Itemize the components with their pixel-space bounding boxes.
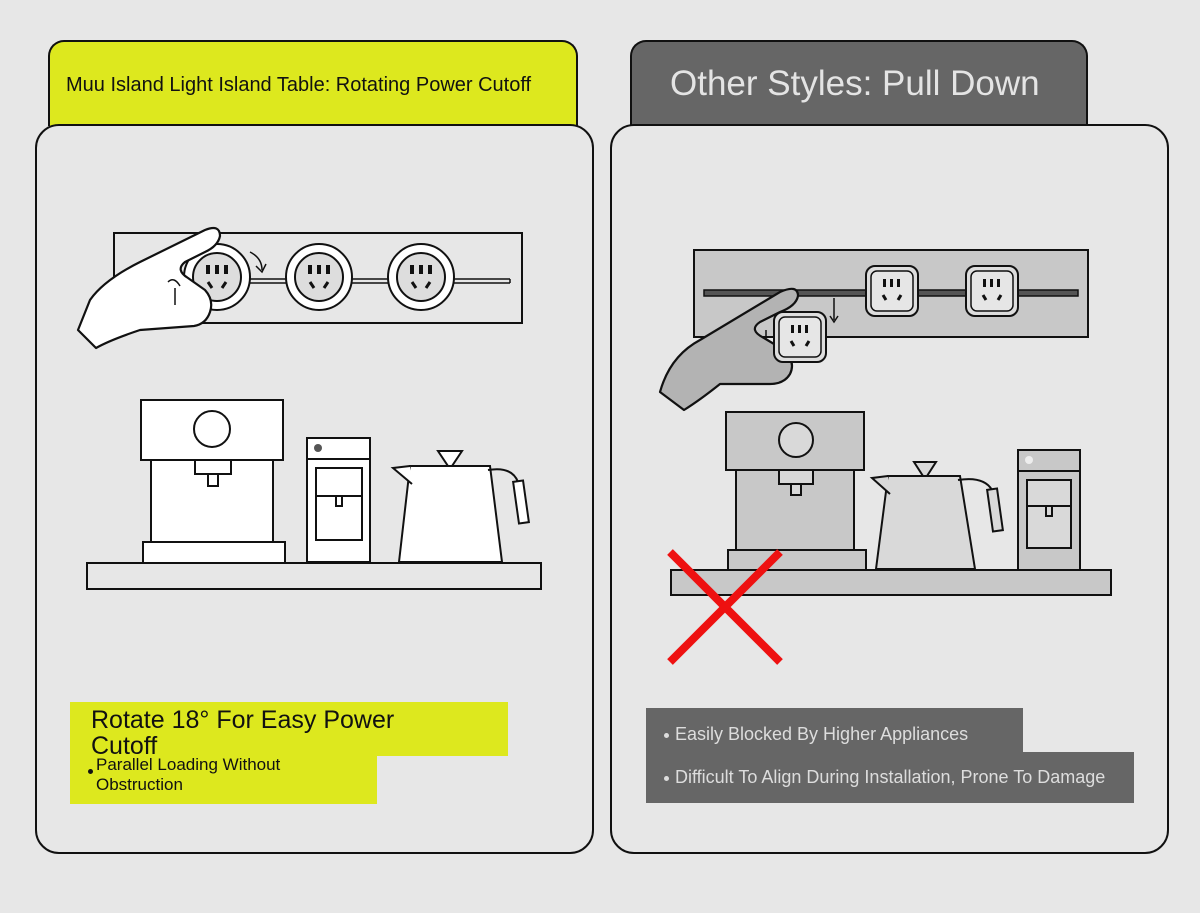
left-heading: Rotate 18° For Easy Power Cutoff: [91, 706, 395, 760]
bullet-dot-icon: [664, 775, 669, 781]
right-bullet-text: Difficult To Align During Installation, …: [675, 767, 1106, 787]
right-title: Other Styles: Pull Down: [670, 64, 1040, 103]
bullet-dot-icon: [88, 769, 93, 774]
right-bullet-text: Easily Blocked By Higher Appliances: [675, 724, 969, 744]
water-dispenser-icon: [306, 437, 371, 563]
left-title-tab: Muu Island Light Island Table: Rotating …: [48, 40, 578, 126]
left-title: Muu Island Light Island Table: Rotating …: [66, 74, 532, 96]
left-bullet-text: Parallel Loading Without Obstruction: [96, 755, 281, 794]
left-highlight-gap: [377, 756, 508, 804]
rotate-arrow-icon: [249, 251, 263, 271]
kettle-icon: [869, 461, 1005, 570]
cross-icon: [667, 549, 783, 665]
socket-icon: [773, 311, 827, 363]
right-title-tab: Other Styles: Pull Down: [630, 40, 1088, 126]
kettle-icon: [390, 450, 531, 563]
hand-icon: [76, 226, 222, 350]
socket-icon: [865, 265, 919, 317]
right-highlight-box-wide: [646, 752, 1134, 803]
socket-icon: [965, 265, 1019, 317]
coffee-machine-icon: [140, 399, 286, 564]
socket-icon: [387, 243, 455, 311]
bullet-dot-icon: [664, 732, 669, 738]
right-bullet: Difficult To Align During Installation, …: [664, 767, 1105, 788]
socket-icon: [285, 243, 353, 311]
water-dispenser-icon: [1017, 449, 1081, 571]
coffee-machine-icon: [725, 411, 867, 571]
hand-icon: [658, 287, 800, 412]
right-bullet: Easily Blocked By Higher Appliances: [664, 724, 968, 745]
